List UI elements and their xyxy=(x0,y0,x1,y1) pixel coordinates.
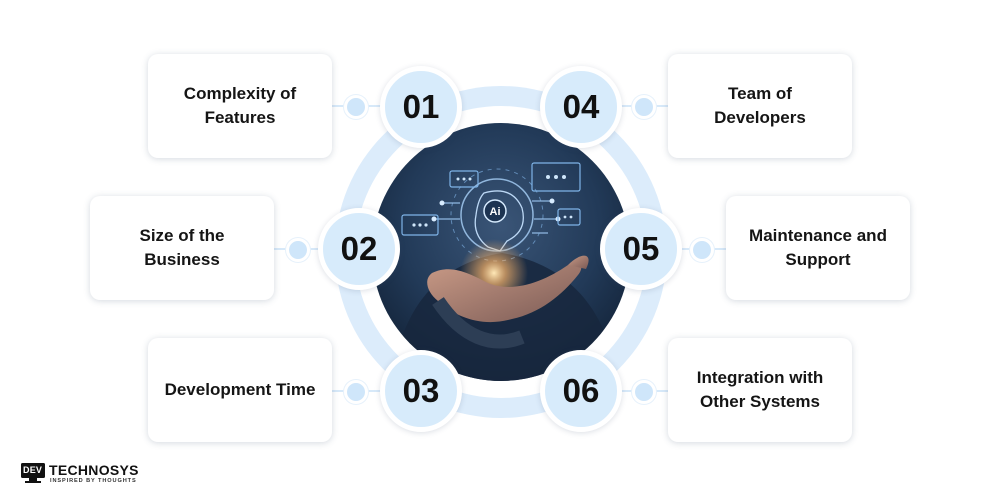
card-maintenance-and-support: Maintenance and Support xyxy=(726,196,910,300)
logo-technosys-text: TECHNOSYS xyxy=(49,462,139,478)
connector-dot-06 xyxy=(632,380,656,404)
svg-text:Ai: Ai xyxy=(490,206,501,218)
number-text: 05 xyxy=(622,230,660,267)
card-label: Maintenance and Support xyxy=(749,226,887,269)
number-badge-02: 02 xyxy=(318,208,400,290)
card-development-time: Development Time xyxy=(148,338,332,442)
connector-dot-04 xyxy=(632,95,656,119)
card-label: Team of Developers xyxy=(714,84,806,127)
number-badge-04: 04 xyxy=(540,66,622,148)
card-team-of-developers: Team of Developers xyxy=(668,54,852,158)
connector-dot-02 xyxy=(286,238,310,262)
devtechnosys-logo: DEV TECHNOSYS INSPIRED BY THOUGHTS xyxy=(20,462,140,486)
logo-dev-text: DEV xyxy=(23,465,43,475)
card-complexity-of-features: Complexity of Features xyxy=(148,54,332,158)
number-text: 03 xyxy=(402,372,440,409)
card-label: Size of the Business xyxy=(139,226,225,269)
number-badge-01: 01 xyxy=(380,66,462,148)
card-integration-other-systems: Integration with Other Systems xyxy=(668,338,852,442)
number-badge-03: 03 xyxy=(380,350,462,432)
number-badge-06: 06 xyxy=(540,350,622,432)
connector-dot-05 xyxy=(690,238,714,262)
ai-hand-photo: Ai xyxy=(372,123,630,381)
connector-dot-01 xyxy=(344,95,368,119)
card-label: Integration with Other Systems xyxy=(696,368,824,411)
card-size-of-business: Size of the Business xyxy=(90,196,274,300)
number-text: 04 xyxy=(562,88,600,125)
number-text: 01 xyxy=(402,88,440,125)
card-label: Development Time xyxy=(164,380,316,399)
connector-dot-03 xyxy=(344,380,368,404)
number-text: 02 xyxy=(340,230,378,267)
ai-brain-hand-icon: Ai xyxy=(372,123,630,381)
card-label: Complexity of Features xyxy=(183,84,297,127)
number-badge-05: 05 xyxy=(600,208,682,290)
monitor-logo-icon xyxy=(21,463,45,483)
logo-tagline-text: INSPIRED BY THOUGHTS xyxy=(50,478,137,484)
number-text: 06 xyxy=(562,372,600,409)
